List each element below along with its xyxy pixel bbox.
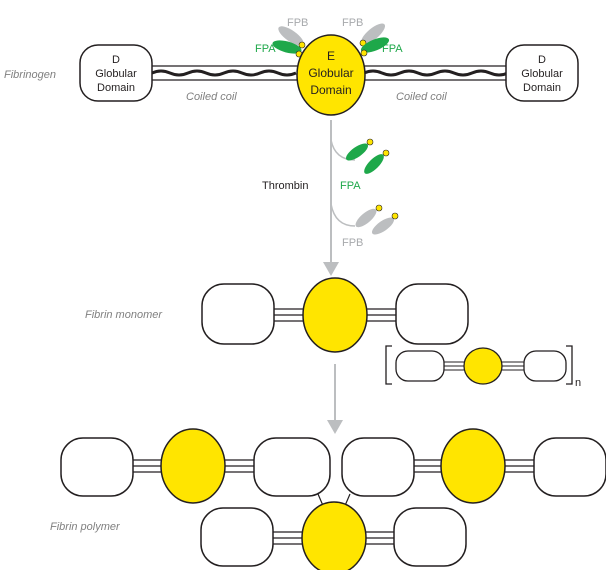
- polymerization-arrow: [327, 364, 343, 434]
- monomer-d-domain-right: [395, 283, 469, 345]
- d-domain-right-line1: D: [538, 54, 546, 66]
- fibrin-polymer: Fibrin polymer: [50, 428, 606, 570]
- d-domain-right-line3: Domain: [523, 82, 561, 94]
- d-domain-left-line2: Globular: [95, 68, 137, 80]
- coiled-coil-label-left: Coiled coil: [186, 91, 237, 103]
- fibrin-polymer-label: Fibrin polymer: [50, 521, 121, 533]
- released-fpb-label: FPB: [342, 237, 363, 249]
- polymer-d-domain-6: [393, 507, 467, 567]
- fpa-label-right: FPA: [382, 43, 403, 55]
- polymer-d-domain-2: [253, 437, 331, 497]
- e-domain-line3: Domain: [310, 83, 351, 97]
- d-domain-left-line3: Domain: [97, 82, 135, 94]
- fibrin-monomer: Fibrin monomer: [85, 277, 469, 353]
- monomer-d-domain-left: [201, 283, 275, 345]
- released-fpa-label: FPA: [340, 180, 361, 192]
- fibrin-monomer-label: Fibrin monomer: [85, 309, 163, 321]
- d-globular-domain-left: [79, 44, 153, 102]
- coiled-coil-label-right: Coiled coil: [396, 91, 447, 103]
- fpb-label-left: FPB: [287, 17, 308, 29]
- d-domain-left-line1: D: [112, 54, 120, 66]
- fpb-peptide-left: [278, 26, 306, 49]
- repeat-d-domain-right: [523, 350, 567, 382]
- polymer-d-domain-5: [200, 507, 274, 567]
- fpa-label-left: FPA: [255, 43, 276, 55]
- repeat-e-domain: [463, 347, 503, 385]
- polymer-d-domain-1: [60, 437, 134, 497]
- thrombin-label: Thrombin: [262, 180, 308, 192]
- fibrinogen-molecule: D Globular Domain D Globular Domain E Gl…: [4, 17, 579, 116]
- e-domain-line1: E: [327, 49, 335, 63]
- coiled-coil-right: [362, 65, 510, 81]
- polymer-d-domain-3: [341, 437, 415, 497]
- d-globular-domain-right: [505, 44, 579, 102]
- polymer-e-domain-2: [440, 428, 506, 504]
- released-fpb: [355, 204, 399, 235]
- d-domain-right-line2: Globular: [521, 68, 563, 80]
- fpa-peptide-right: [360, 37, 390, 57]
- polymer-d-domain-4: [533, 437, 606, 497]
- monomer-e-domain: [302, 277, 368, 353]
- repeat-unit: n: [385, 345, 581, 389]
- fpb-peptide-right: [359, 23, 386, 47]
- repeat-d-domain-left: [395, 350, 445, 382]
- polymer-e-domain-3: [301, 501, 367, 570]
- coiled-coil-left: [150, 65, 300, 81]
- e-domain-line2: Globular: [308, 66, 353, 80]
- polymer-e-domain-1: [160, 428, 226, 504]
- repeat-n-label: n: [575, 377, 581, 389]
- thrombin-cleavage-arrow: Thrombin FPA FPB: [262, 120, 399, 276]
- fpb-label-right: FPB: [342, 17, 363, 29]
- fibrinogen-label: Fibrinogen: [4, 69, 56, 81]
- released-fpa: [345, 138, 390, 174]
- e-globular-domain: [296, 34, 366, 116]
